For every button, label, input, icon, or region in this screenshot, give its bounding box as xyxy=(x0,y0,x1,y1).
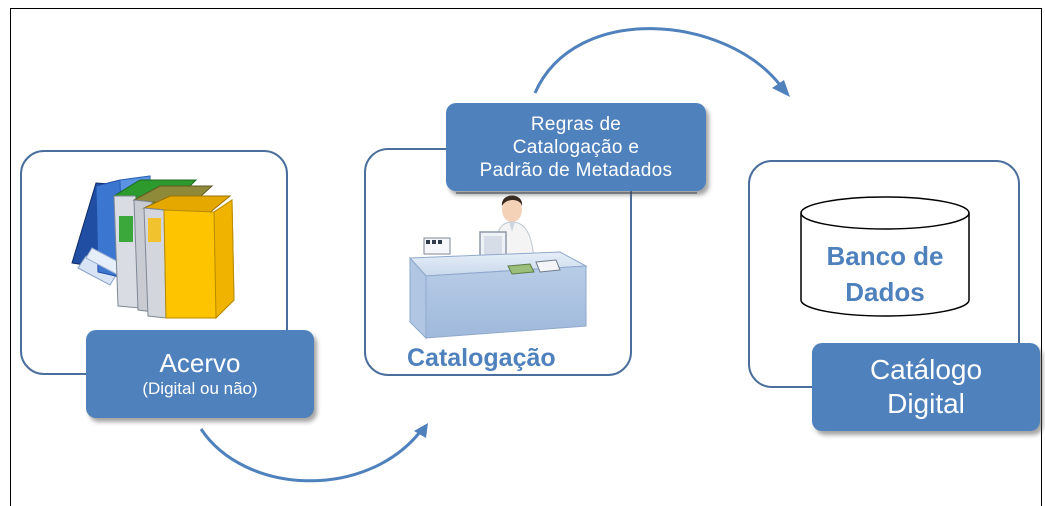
catalogo-digital-box: Catálogo Digital xyxy=(812,343,1040,431)
catalogacao-label: Catalogação xyxy=(407,344,556,372)
banco-line-2: Dados xyxy=(845,277,925,307)
database-cylinder-icon xyxy=(800,196,970,317)
frame-top-line xyxy=(10,8,1042,9)
frame-left-line xyxy=(10,8,11,506)
acervo-box: Acervo (Digital ou não) xyxy=(86,330,314,418)
banco-line-1: Banco de xyxy=(826,241,944,271)
regras-line-1: Regras de xyxy=(530,113,622,135)
regras-line-2: Catalogação e xyxy=(512,136,640,158)
regras-box: Regras de Catalogação e Padrão de Metada… xyxy=(446,103,706,191)
regras-line-3: Padrão de Metadados xyxy=(479,159,673,181)
librarian-desk-icon xyxy=(408,195,588,340)
acervo-subtitle: (Digital ou não) xyxy=(142,379,258,398)
arrow-bottom-icon xyxy=(199,423,428,483)
catalogo-line-2: Digital xyxy=(887,388,965,419)
books-icon xyxy=(71,175,235,320)
banco-label: Banco de Dados xyxy=(801,238,969,310)
acervo-title: Acervo xyxy=(159,348,241,378)
arrow-top-icon xyxy=(533,27,790,97)
frame-right-line xyxy=(1041,8,1042,506)
catalogo-line-1: Catálogo xyxy=(869,354,983,385)
